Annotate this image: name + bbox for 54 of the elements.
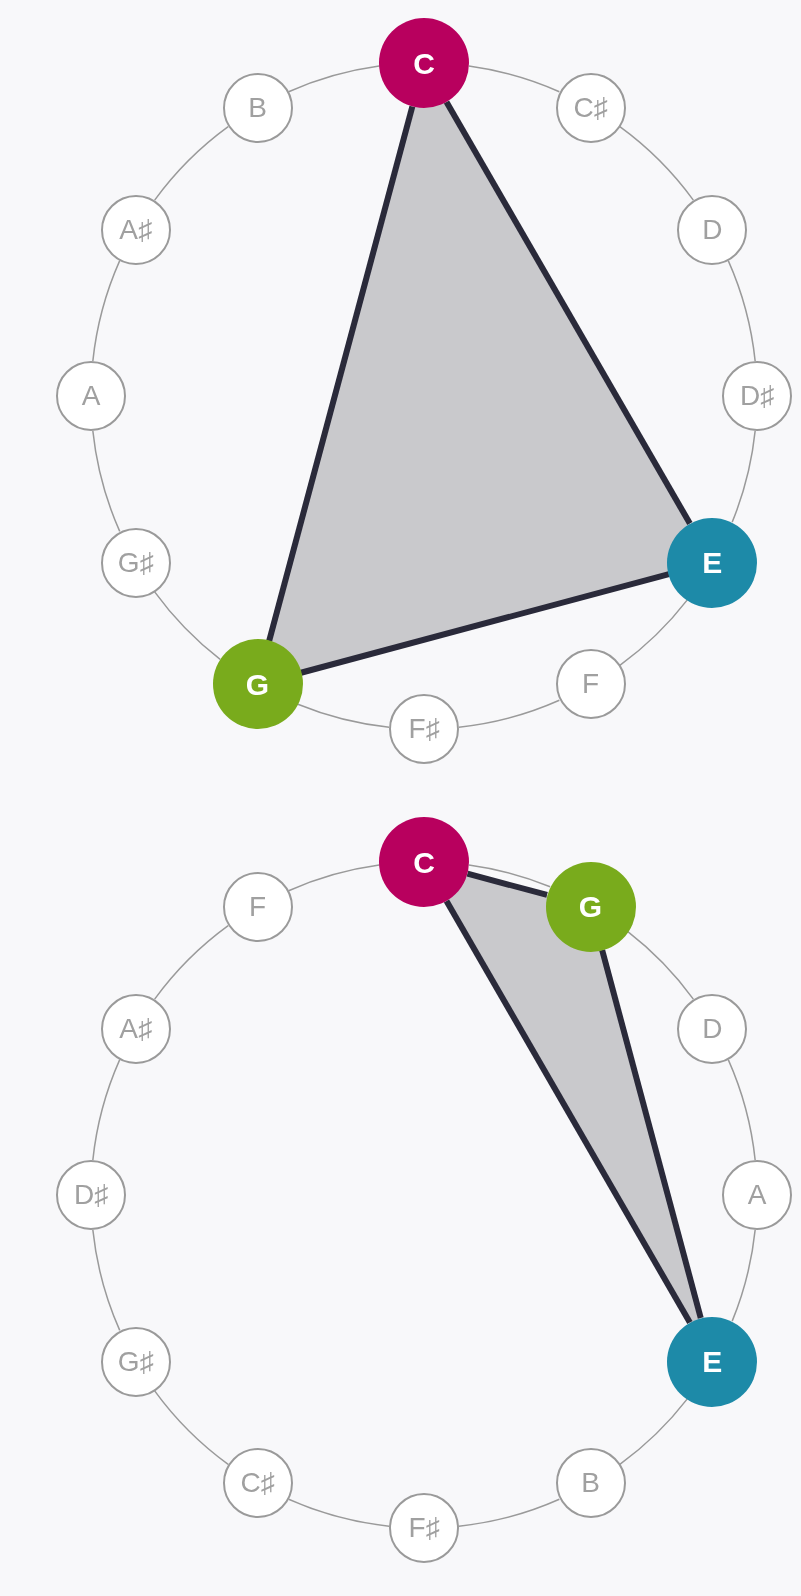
ring-arc [468, 864, 551, 888]
note-label: E [702, 1344, 723, 1380]
ring-arc [153, 1390, 229, 1466]
note-label: A [81, 379, 101, 413]
note-label: G [245, 666, 270, 703]
triangle-edge [266, 105, 416, 642]
ring-arc [92, 1058, 121, 1161]
ring-arc [619, 599, 689, 667]
note-label: C♯ [573, 90, 608, 125]
ring-arc [153, 924, 229, 1000]
note-label: B [581, 1466, 600, 1501]
ring-arc [727, 259, 756, 362]
note-label: G [578, 889, 603, 926]
note-label: F♯ [408, 712, 440, 746]
ring-arc [731, 1229, 756, 1322]
note-label: D [702, 1011, 723, 1046]
note-label: D [702, 212, 723, 247]
triangle-edge [466, 870, 548, 898]
ring-arc [727, 1058, 756, 1161]
triangle-edge [443, 100, 693, 526]
note-label: D♯ [739, 379, 775, 413]
ring-arc [619, 1398, 689, 1466]
ring-arc [153, 125, 229, 201]
triangle-edge [599, 949, 704, 1319]
triangle-edge [443, 899, 693, 1325]
note-label: F [581, 667, 600, 702]
ring-arc [287, 1498, 390, 1527]
triangle-edge [300, 571, 670, 676]
note-label: G♯ [117, 545, 154, 580]
ring-arc [731, 430, 756, 523]
note-label: C [413, 45, 435, 82]
note-label: A [747, 1178, 767, 1212]
note-label: D♯ [73, 1178, 109, 1212]
ring-arc [153, 591, 221, 661]
ring-arc [627, 930, 695, 1000]
ring-arc [287, 864, 380, 892]
ring-arc [458, 699, 561, 728]
ring-arc [92, 259, 121, 362]
note-label: G♯ [117, 1344, 154, 1379]
ring-arc [92, 1229, 121, 1332]
ring-arc [458, 1498, 561, 1527]
note-label: A♯ [119, 1011, 152, 1046]
note-label: C♯ [240, 1466, 275, 1501]
ring-arc [619, 125, 695, 201]
ring-arc [92, 430, 121, 533]
note-label: B [248, 90, 267, 125]
ring-arc [297, 703, 390, 728]
ring-arc [287, 65, 380, 93]
note-label: A♯ [119, 212, 152, 247]
note-label: F♯ [408, 1511, 440, 1545]
note-label: E [702, 545, 723, 581]
ring-arc [468, 65, 561, 93]
note-label: F [248, 889, 267, 924]
note-label: C [413, 844, 435, 881]
